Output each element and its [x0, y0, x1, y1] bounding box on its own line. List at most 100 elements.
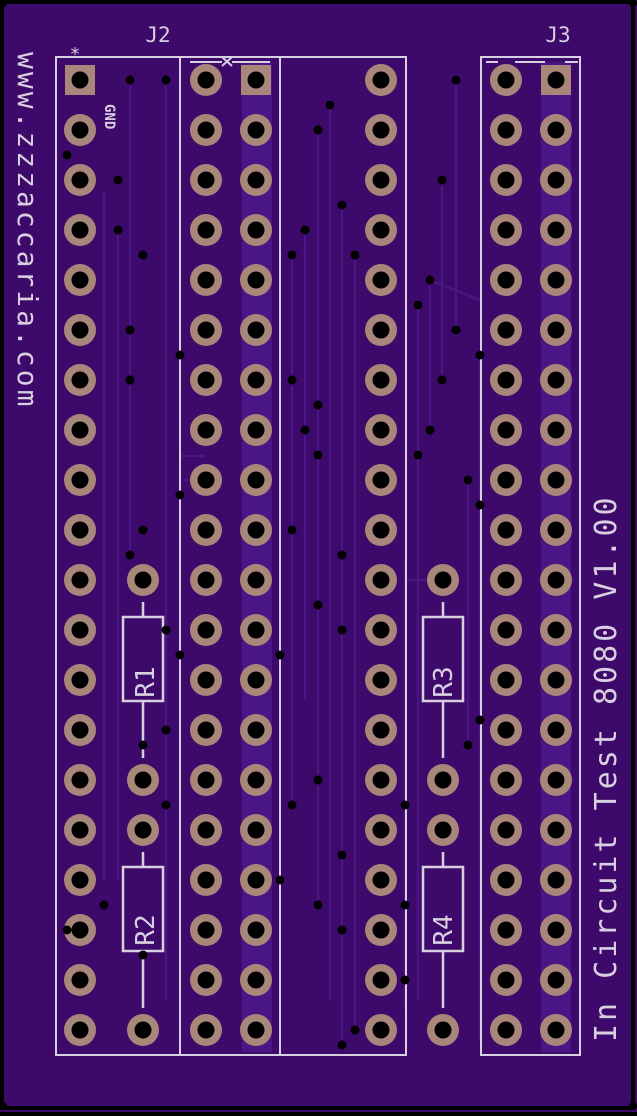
pad-drill [497, 1021, 515, 1039]
pad-drill [372, 521, 390, 539]
via [425, 425, 435, 435]
via [125, 375, 135, 385]
pad-drill [247, 871, 265, 889]
pad-drill [497, 621, 515, 639]
vias-layer [62, 75, 485, 1050]
via [113, 175, 123, 185]
trace-band [541, 62, 571, 1052]
via [413, 450, 423, 460]
via [337, 850, 347, 860]
via [337, 625, 347, 635]
pad-drill [71, 171, 89, 189]
pad-drill [71, 1021, 89, 1039]
corner-mark [629, 1102, 637, 1110]
via [313, 400, 323, 410]
pad-drill [434, 571, 452, 589]
pad-drill [497, 71, 515, 89]
pad-drill [372, 471, 390, 489]
pad-drill [497, 221, 515, 239]
pad-drill [372, 1021, 390, 1039]
pad-drill [497, 321, 515, 339]
website-label: www.zzzaccaria.com [11, 52, 44, 409]
via [337, 925, 347, 935]
via [62, 925, 72, 935]
pad-drill [247, 71, 265, 89]
pad-drill [372, 71, 390, 89]
via [125, 75, 135, 85]
via [313, 600, 323, 610]
pad-drill [134, 571, 152, 589]
via [138, 525, 148, 535]
via [161, 75, 171, 85]
pad-drill [71, 521, 89, 539]
pad-drill [247, 171, 265, 189]
pad-drill [71, 121, 89, 139]
pad-drill [497, 771, 515, 789]
via [175, 650, 185, 660]
pad-drill [71, 571, 89, 589]
trace-band [242, 62, 272, 1052]
pad-drill [197, 821, 215, 839]
pad-drill [547, 1021, 565, 1039]
pad-drill [197, 921, 215, 939]
pad-drill [372, 171, 390, 189]
pad-drill [497, 121, 515, 139]
via [350, 250, 360, 260]
gnd-label: GND [101, 104, 117, 129]
r4-label: R4 [429, 914, 459, 945]
pad-drill [197, 871, 215, 889]
pad-drill [247, 971, 265, 989]
pad-drill [372, 321, 390, 339]
pad-drill [372, 871, 390, 889]
pad-drill [547, 471, 565, 489]
pad-drill [247, 371, 265, 389]
pad-drill [247, 421, 265, 439]
pad-drill [547, 771, 565, 789]
j2-label: J2 [145, 23, 170, 47]
via [287, 800, 297, 810]
pad-drill [247, 771, 265, 789]
via [475, 350, 485, 360]
pad-drill [497, 421, 515, 439]
pad-drill [71, 621, 89, 639]
pad-drill [197, 271, 215, 289]
via [451, 325, 461, 335]
pad-drill [134, 821, 152, 839]
via [175, 350, 185, 360]
pad-drill [372, 571, 390, 589]
via [400, 975, 410, 985]
via [287, 375, 297, 385]
pad-drill [547, 871, 565, 889]
r1-label: R1 [131, 666, 161, 697]
pad-drill [197, 721, 215, 739]
pad-drill [71, 821, 89, 839]
pad-drill [497, 671, 515, 689]
pad-drill [497, 971, 515, 989]
pad-drill [197, 421, 215, 439]
pad-drill [497, 821, 515, 839]
pad-drill [247, 221, 265, 239]
via [138, 950, 148, 960]
pad-drill [247, 271, 265, 289]
pad-drill [547, 971, 565, 989]
pad-drill [71, 221, 89, 239]
pad-drill [197, 521, 215, 539]
pad-drill [71, 71, 89, 89]
pad-drill [547, 821, 565, 839]
pad-drill [497, 921, 515, 939]
pad-drill [197, 121, 215, 139]
silk-outline [480, 56, 581, 1056]
pad-drill [372, 621, 390, 639]
via [425, 275, 435, 285]
pad-drill [71, 471, 89, 489]
pad-drill [197, 71, 215, 89]
board-title: In Circuit Test 8080 V1.00 [589, 494, 624, 1042]
via [313, 900, 323, 910]
pad-drill [497, 571, 515, 589]
pad-drill [71, 671, 89, 689]
pad-drill [71, 371, 89, 389]
pad-drill [247, 471, 265, 489]
